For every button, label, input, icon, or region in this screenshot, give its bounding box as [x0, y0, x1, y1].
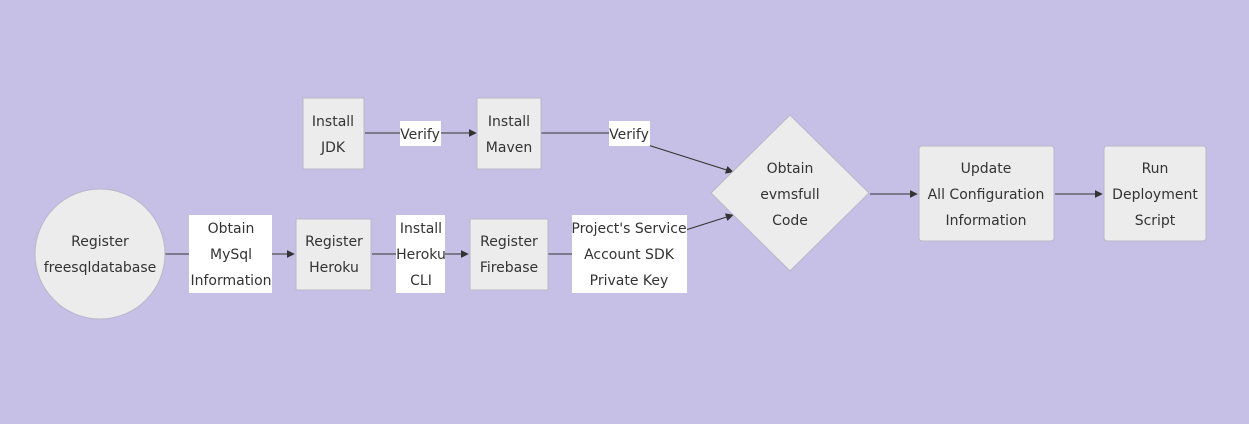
node-label-line: Update	[961, 161, 1012, 177]
edge-label-line: Verify	[609, 127, 649, 143]
node-label-line: Install	[488, 114, 530, 130]
edge-label-install-heroku-cli: Install Heroku CLI	[396, 215, 446, 293]
node-label-line: Heroku	[309, 260, 359, 276]
edge-label-obtain-mysql: Obtain MySql Information	[189, 215, 272, 293]
node-label-line: Run	[1142, 161, 1169, 177]
edge-label-line: Obtain	[208, 221, 255, 237]
edge-label-verify-maven: Verify	[609, 121, 650, 146]
node-label-line: All Configuration	[928, 187, 1045, 203]
edge-label-line: Install	[400, 221, 442, 237]
edge-label-line: MySql	[210, 247, 252, 263]
node-label-line: Information	[945, 213, 1026, 229]
edge-label-line: Heroku	[396, 247, 446, 263]
node-label-line: Deployment	[1112, 187, 1198, 203]
node-register-freesqldatabase: Register freesqldatabase	[34, 188, 166, 320]
edge-label-line: Project's Service	[571, 221, 686, 237]
node-label-line: evmsfull	[760, 187, 819, 203]
node-install-jdk: Install JDK	[302, 97, 365, 170]
edge-label-line: Account SDK	[584, 247, 675, 263]
node-label-line: Maven	[486, 140, 532, 156]
node-update-configuration: Update All Configuration Information	[918, 145, 1055, 242]
node-label-line: Obtain	[767, 161, 814, 177]
edge-label-service-account-key: Project's Service Account SDK Private Ke…	[571, 215, 687, 293]
node-label-line: Install	[312, 114, 354, 130]
node-obtain-evmsfull-code: Obtain evmsfull Code	[710, 114, 870, 272]
node-label-line: Register	[480, 234, 538, 250]
edge-label-line: CLI	[410, 273, 432, 289]
node-label-line: Firebase	[480, 260, 538, 276]
edge-label-line: Verify	[400, 127, 440, 143]
node-label-line: Code	[772, 213, 808, 229]
node-label-line: Register	[71, 234, 129, 250]
node-label-line: Register	[305, 234, 363, 250]
edge-label-line: Information	[190, 273, 271, 289]
node-install-maven: Install Maven	[476, 97, 542, 170]
node-label-line: freesqldatabase	[44, 260, 157, 276]
edge-label-verify-jdk: Verify	[400, 121, 441, 146]
edge-label-line: Private Key	[590, 273, 669, 289]
node-label-line: JDK	[320, 140, 346, 156]
node-register-firebase: Register Firebase	[469, 218, 549, 291]
node-register-heroku: Register Heroku	[295, 218, 372, 291]
node-label-line: Script	[1135, 213, 1176, 229]
node-run-deployment-script: Run Deployment Script	[1103, 145, 1207, 242]
